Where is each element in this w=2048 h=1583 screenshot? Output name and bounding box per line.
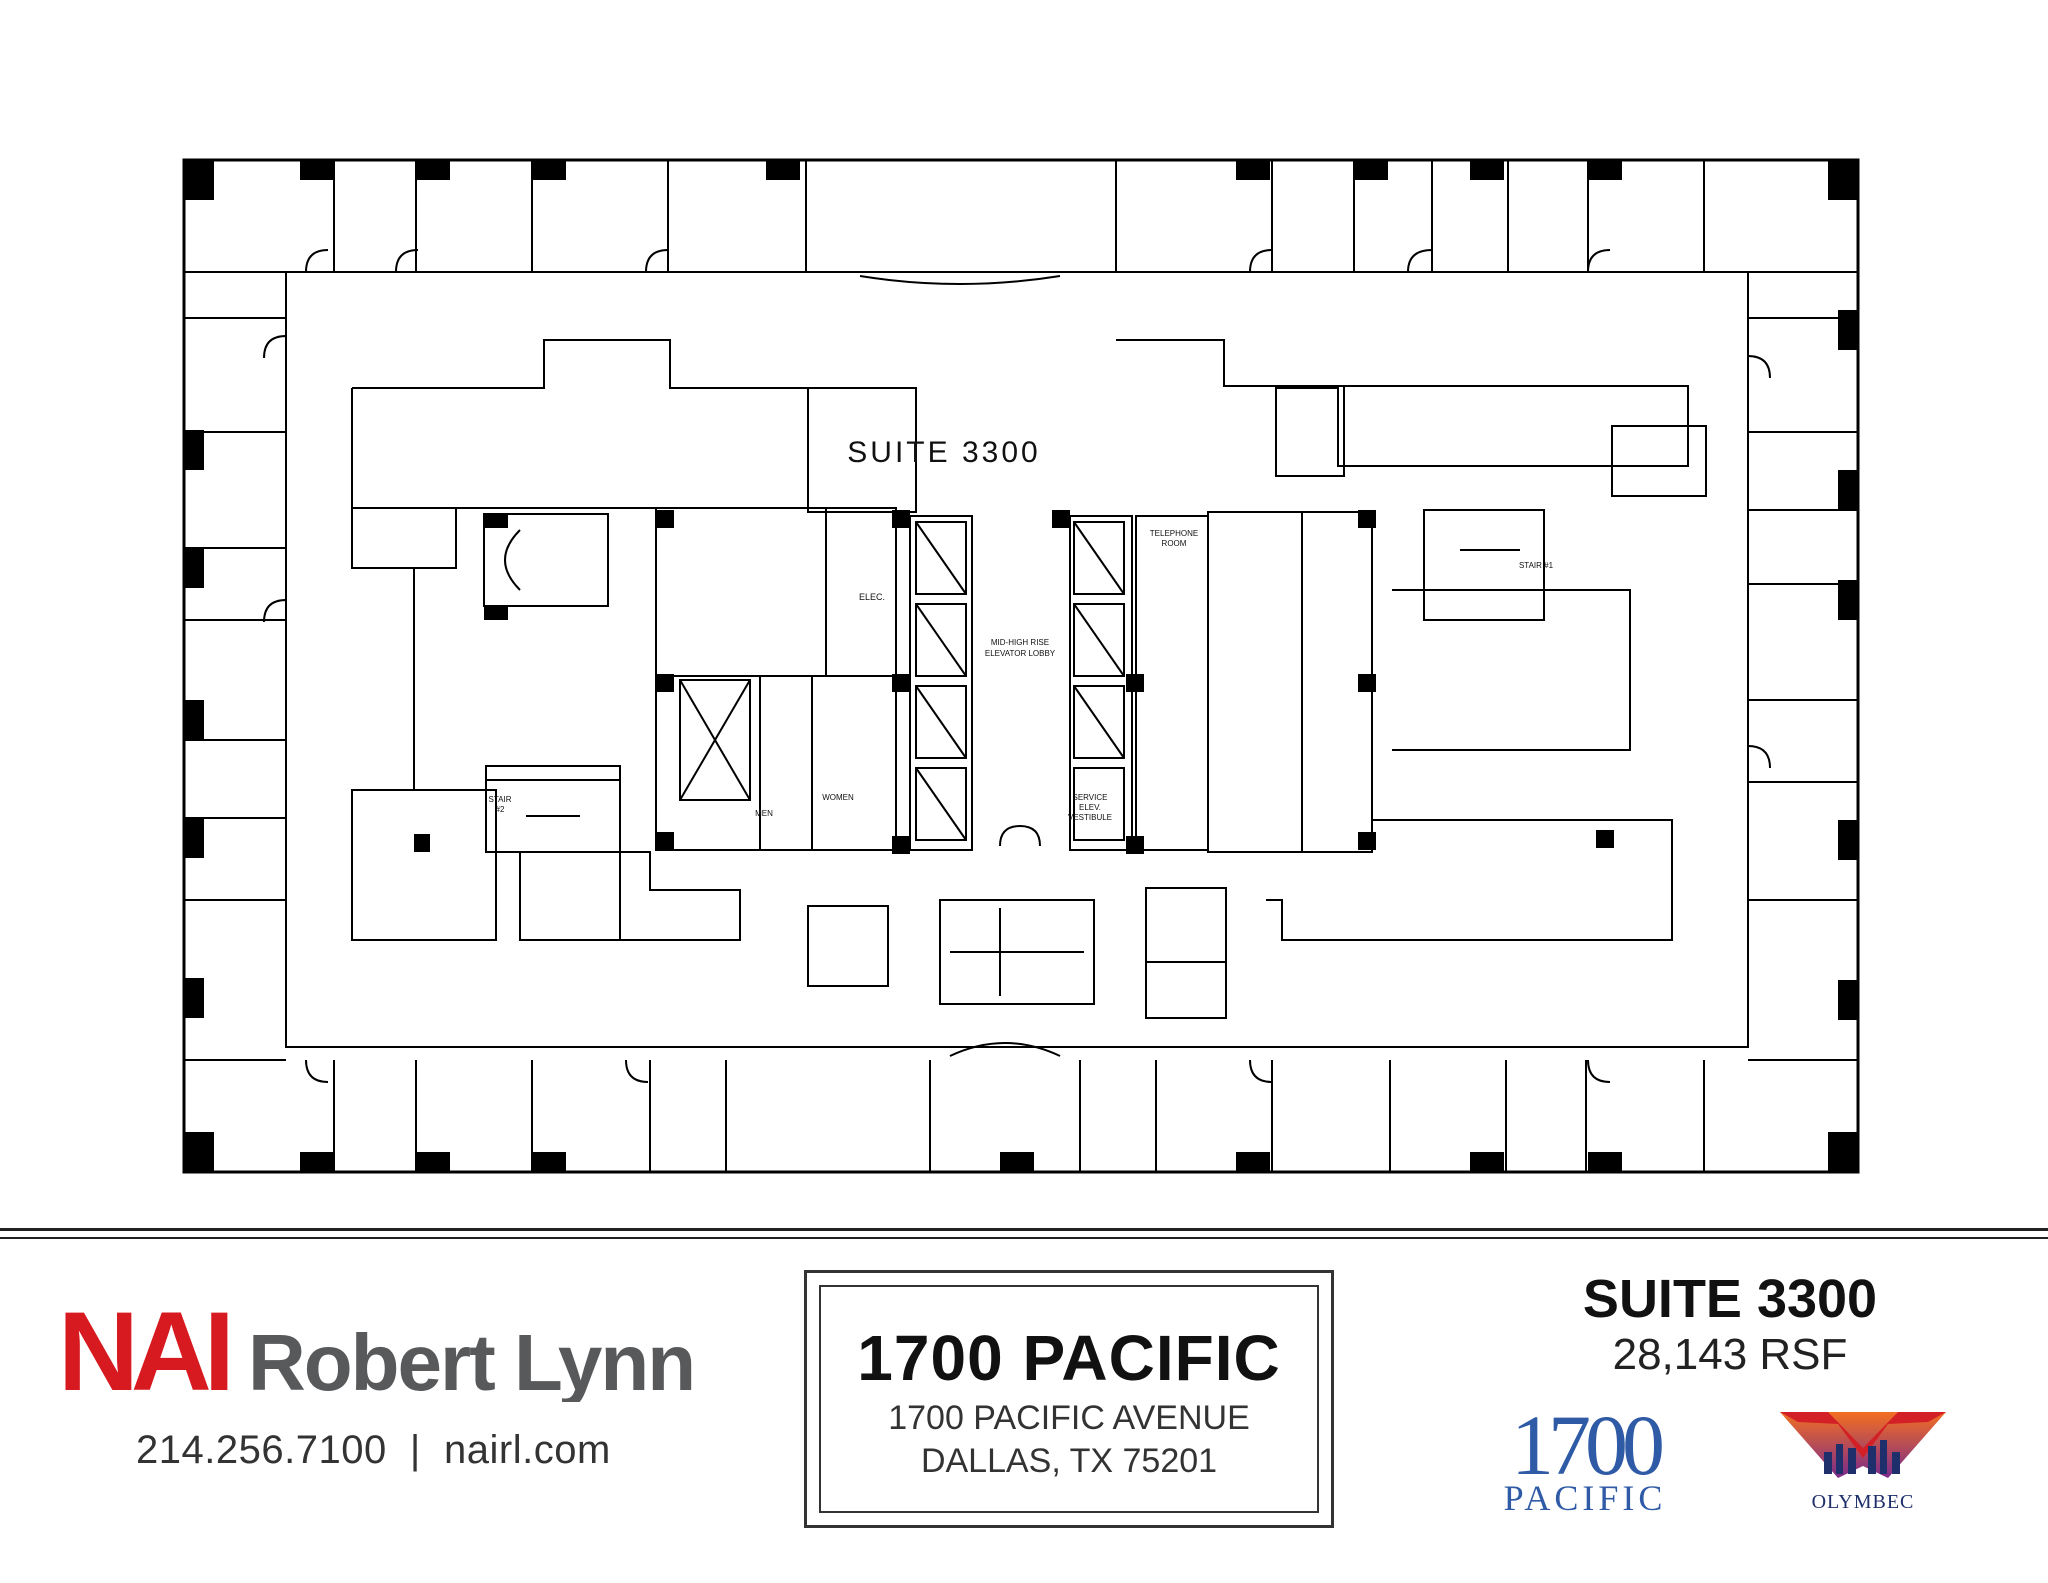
stair-1 <box>1423 509 1545 621</box>
olymbec-wings <box>1780 1412 1946 1458</box>
property-street: 1700 PACIFIC AVENUE <box>888 1399 1250 1437</box>
address-box-inner: 1700 PACIFIC 1700 PACIFIC AVENUE DALLAS,… <box>819 1285 1319 1513</box>
stair2-label-2: #2 <box>496 805 505 814</box>
suite-title: SUITE 3300 <box>1582 1269 1878 1329</box>
building-outline <box>182 158 1860 1174</box>
core-left-columns <box>414 514 508 852</box>
side-offices <box>184 317 1858 901</box>
lobby-label-2: ELEVATOR LOBBY <box>985 649 1056 658</box>
central-core <box>655 507 1373 853</box>
nai-logo-mark: NAI <box>58 1302 228 1402</box>
address-box: 1700 PACIFIC 1700 PACIFIC AVENUE DALLAS,… <box>804 1270 1334 1528</box>
doors <box>263 249 1771 1083</box>
bottom-offices <box>184 1042 1858 1172</box>
core-left <box>351 339 917 941</box>
corridor-line <box>285 271 1749 1048</box>
men-label: MEN <box>755 809 773 818</box>
olymbec-emblem <box>1780 1412 1946 1478</box>
olymbec-wordmark: OLYMBEC <box>1812 1491 1915 1513</box>
suite-area: 28,143 RSF <box>1612 1330 1848 1379</box>
service-label-1: SERVICE <box>1073 793 1108 802</box>
perimeter-columns <box>184 160 1858 1172</box>
center-stair <box>939 899 1095 1005</box>
women-label: WOMEN <box>822 793 854 802</box>
lobby-label-1: MID-HIGH RISE <box>991 638 1049 647</box>
telephone-label-2: ROOM <box>1162 539 1187 548</box>
nai-robert-lynn-logo: NAI Robert Lynn <box>58 1302 696 1402</box>
service-label-2: ELEV. <box>1079 803 1101 812</box>
olymbec-skyline <box>1824 1440 1900 1474</box>
elec-label: ELEC. <box>859 592 885 602</box>
stair2-label-1: STAIR <box>489 795 512 804</box>
pacific-logo-number: 1700 <box>1511 1398 1662 1493</box>
suite-label-plan: SUITE 3300 <box>847 436 1040 469</box>
pacific-logo-word: PACIFIC <box>1504 1478 1667 1518</box>
property-city: DALLAS, TX 75201 <box>920 1442 1218 1480</box>
telephone-label-1: TELEPHONE <box>1150 529 1198 538</box>
property-name: 1700 PACIFIC <box>857 1322 1281 1394</box>
elevator-shafts <box>679 521 1125 841</box>
1700-pacific-logo: 1700 PACIFIC <box>1504 1398 1668 1518</box>
stair-left <box>483 513 609 607</box>
broker-contact: 214.256.7100 | nairl.com <box>136 1428 611 1472</box>
robert-lynn-wordmark: Robert Lynn <box>248 1318 694 1402</box>
stair-2 <box>485 779 621 853</box>
core-columns <box>656 510 1614 854</box>
divider-rule-top <box>0 1228 2048 1231</box>
divider-rule-bottom <box>0 1237 2048 1239</box>
service-label-3: VESTIBULE <box>1068 813 1112 822</box>
stair1-label: STAIR #1 <box>1519 561 1554 570</box>
olymbec-logo: OLYMBEC <box>1780 1412 1946 1513</box>
